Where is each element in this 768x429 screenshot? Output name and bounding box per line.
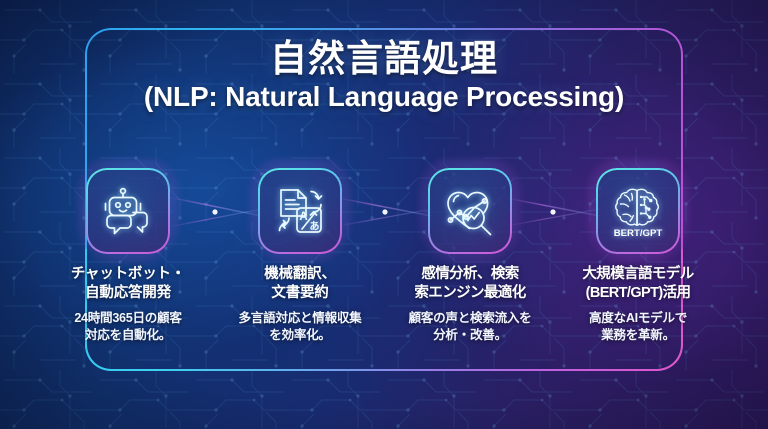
card-neon-ring [596, 168, 680, 254]
feature-subtext: 多言語対応と情報収集 を効率化。 [238, 310, 362, 342]
feature-item-chatbot[interactable]: チャットボット・ 自動応答開発 24時間365日の顧客 対応を自動化。 [40, 159, 216, 343]
card-neon-ring [86, 168, 170, 254]
feature-caption: 大規模言語モデル (BERT/GPT)活用 [582, 266, 694, 301]
card-neon-ring [258, 168, 342, 254]
icon-card[interactable]: A あ [249, 159, 351, 263]
icon-card[interactable]: BERT/GPT [587, 159, 689, 263]
svg-text:あ: あ [310, 220, 320, 233]
feature-caption: 感情分析、検索 索エンジン最適化 [414, 266, 526, 301]
icon-card[interactable] [419, 159, 521, 263]
robot-chat-icon [86, 168, 170, 254]
card-neon-ring [428, 168, 512, 254]
icon-card[interactable] [77, 159, 179, 263]
feature-subtext: 24時間365日の顧客 対応を自動化。 [74, 310, 182, 342]
feature-item-translation[interactable]: A あ 機械翻訳、 文書要約 多言語対応と情報収集 を効率化。 [212, 159, 388, 343]
heart-magnifier-chart-icon [428, 168, 512, 254]
brain-ai-icon: BERT/GPT [596, 168, 680, 254]
feature-item-sentiment-search[interactable]: 感情分析、検索 索エンジン最適化 顧客の声と検索流入を 分析・改善。 [382, 159, 558, 343]
feature-subtext: 顧客の声と検索流入を 分析・改善。 [408, 310, 532, 342]
document-translate-icon: A あ [258, 168, 342, 254]
feature-caption: チャットボット・ 自動応答開発 [70, 266, 186, 301]
feature-row: チャットボット・ 自動応答開発 24時間365日の顧客 対応を自動化。 [0, 159, 768, 378]
feature-caption: 機械翻訳、 文書要約 [264, 266, 336, 301]
svg-text:A: A [299, 211, 307, 223]
brain-badge-label: BERT/GPT [614, 228, 663, 239]
feature-item-llm[interactable]: BERT/GPT 大規模言語モデル (BERT/GPT)活用 高度なAIモデルで… [550, 159, 726, 343]
feature-subtext: 高度なAIモデルで 業務を革新。 [588, 310, 688, 342]
panel-neon-border-bottom [85, 249, 683, 371]
